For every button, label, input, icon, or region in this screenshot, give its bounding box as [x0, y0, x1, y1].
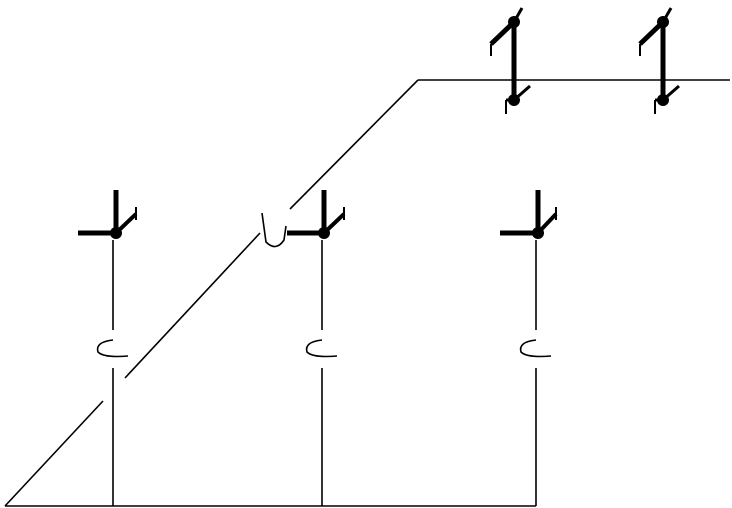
riser-crossing-loop	[261, 212, 287, 248]
valve-5	[638, 7, 680, 114]
valve-2	[287, 190, 346, 239]
loop-3	[519, 339, 552, 358]
branch-1	[96, 240, 129, 506]
loop-1	[96, 339, 129, 358]
valve-3	[500, 190, 558, 239]
riser-line	[4, 79, 419, 507]
branch-3	[519, 240, 552, 506]
loop-2	[305, 339, 338, 358]
branch-2	[305, 240, 338, 506]
valve-4	[489, 7, 531, 114]
valve-1	[78, 190, 138, 239]
